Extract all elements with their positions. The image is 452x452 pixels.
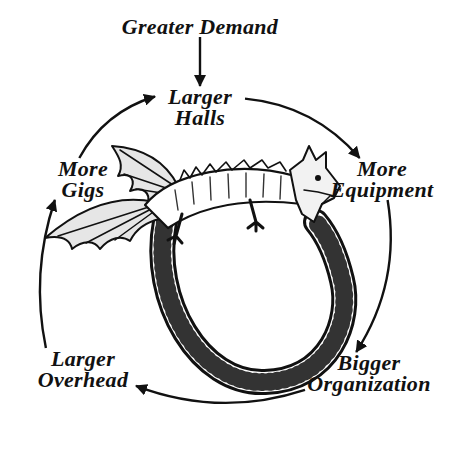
wing-ribs bbox=[58, 205, 156, 243]
dragon-tail-outline bbox=[162, 222, 344, 382]
stage-label: Greater Demand bbox=[100, 16, 300, 37]
cycle-arrow bbox=[40, 200, 55, 348]
cycle-stage: Larger Halls bbox=[155, 86, 245, 128]
stage-label: Larger Halls bbox=[155, 86, 245, 128]
cycle-arrow bbox=[136, 386, 305, 403]
dragon-tail-scales bbox=[162, 222, 344, 382]
body-scales bbox=[175, 173, 281, 210]
cycle-stage: Bigger Organization bbox=[305, 352, 433, 394]
stage-label: More Gigs bbox=[46, 158, 120, 200]
stage-label: Larger Overhead bbox=[30, 348, 136, 390]
dragon-wing bbox=[45, 200, 160, 249]
cycle-stage: Larger Overhead bbox=[30, 348, 136, 390]
stage-label: Bigger Organization bbox=[305, 352, 433, 394]
cycle-stage: More Equipment bbox=[326, 158, 438, 200]
dragon-body bbox=[145, 169, 302, 228]
dragon-jaw bbox=[304, 190, 334, 204]
dragon-eye bbox=[315, 175, 321, 181]
cycle-arrow bbox=[79, 97, 155, 159]
cycle-stage: More Gigs bbox=[46, 158, 120, 200]
dragon-leg bbox=[248, 200, 263, 231]
cycle-arrow bbox=[356, 200, 391, 352]
dragon-tail-fill bbox=[162, 222, 344, 382]
stage-label: More Equipment bbox=[326, 158, 438, 200]
cycle-arrow bbox=[245, 99, 360, 158]
cycle-arrow bbox=[199, 37, 201, 86]
dragon-leg bbox=[168, 214, 182, 244]
ouroboros-dragon bbox=[45, 146, 344, 382]
input-node: Greater Demand bbox=[100, 16, 300, 37]
dorsal-spines bbox=[180, 160, 286, 180]
